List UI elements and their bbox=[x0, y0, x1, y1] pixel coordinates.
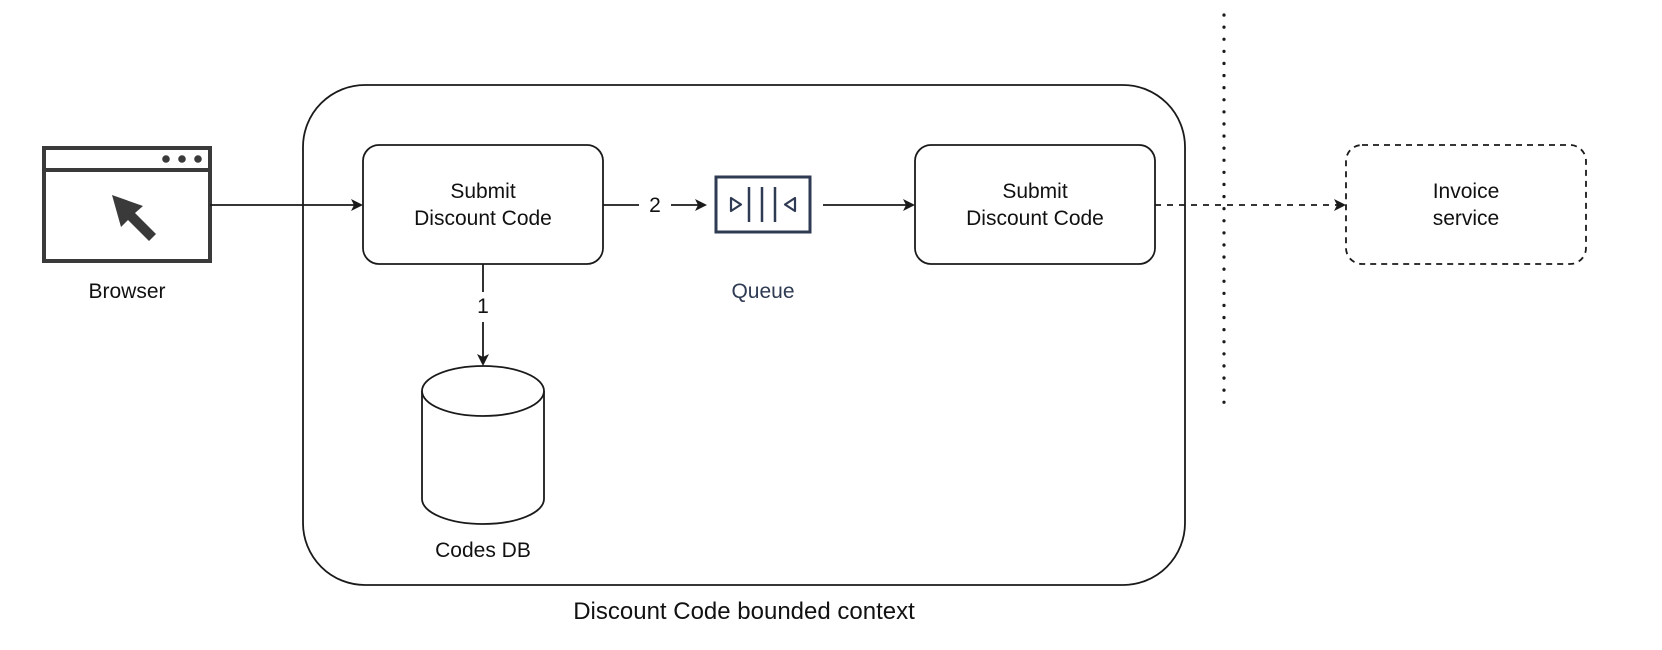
submit-1-line1: Submit bbox=[450, 179, 516, 203]
submit-2-line2: Discount Code bbox=[966, 206, 1104, 230]
queue-label: Queue bbox=[731, 280, 795, 303]
queue-icon bbox=[714, 175, 812, 234]
submit-discount-code-label-2: Submit Discount Code bbox=[915, 145, 1155, 264]
bounded-context-frame bbox=[302, 84, 1186, 586]
codes-db-cylinder bbox=[421, 365, 545, 525]
codes-db-label: Codes DB bbox=[435, 539, 531, 562]
invoice-line2: service bbox=[1432, 206, 1500, 230]
edge-label-step-1: 1 bbox=[470, 293, 496, 320]
cursor-icon bbox=[112, 195, 156, 241]
submit-1-line2: Discount Code bbox=[414, 206, 552, 230]
submit-2-line1: Submit bbox=[1002, 179, 1068, 203]
browser-icon bbox=[42, 146, 212, 263]
invoice-line1: Invoice bbox=[1432, 179, 1500, 203]
invoice-service-box bbox=[1345, 144, 1587, 265]
invoice-service-label: Invoice service bbox=[1346, 145, 1586, 264]
edge-label-step-2: 2 bbox=[639, 192, 671, 219]
bounded-context-label: Discount Code bounded context bbox=[573, 598, 915, 625]
submit-discount-code-label-1: Submit Discount Code bbox=[363, 145, 603, 264]
browser-label: Browser bbox=[88, 280, 166, 303]
